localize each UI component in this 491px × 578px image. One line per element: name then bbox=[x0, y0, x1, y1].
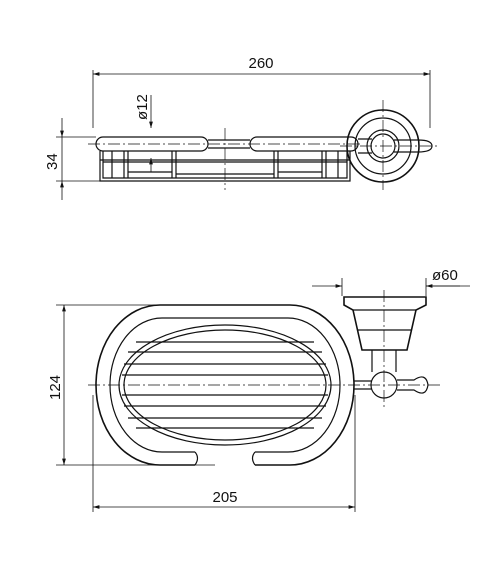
wall-bracket-side bbox=[340, 100, 438, 190]
dimension-label-plan-depth: 124 bbox=[47, 375, 64, 400]
dimension-124: 124 bbox=[47, 304, 215, 466]
dimension-bracket-diameter: ø60 bbox=[312, 267, 470, 296]
dimension-label-top-width: 260 bbox=[248, 55, 273, 72]
basket-plan bbox=[88, 304, 440, 466]
dimension-label-bracket-diameter: ø60 bbox=[432, 267, 458, 284]
dimension-label-plan-width: 205 bbox=[212, 489, 237, 506]
dimension-205: 205 bbox=[92, 395, 356, 512]
wall-bracket-plan bbox=[343, 290, 429, 410]
dimension-260: 260 bbox=[92, 55, 431, 128]
dimension-label-rod-diameter: ø12 bbox=[134, 94, 151, 120]
plan-view: 124 205 ø60 bbox=[47, 267, 470, 512]
dimension-label-top-height: 34 bbox=[44, 153, 61, 170]
dimension-34: 34 bbox=[44, 118, 100, 200]
side-view: 260 ø12 34 bbox=[44, 55, 438, 200]
basket-side bbox=[88, 128, 360, 190]
